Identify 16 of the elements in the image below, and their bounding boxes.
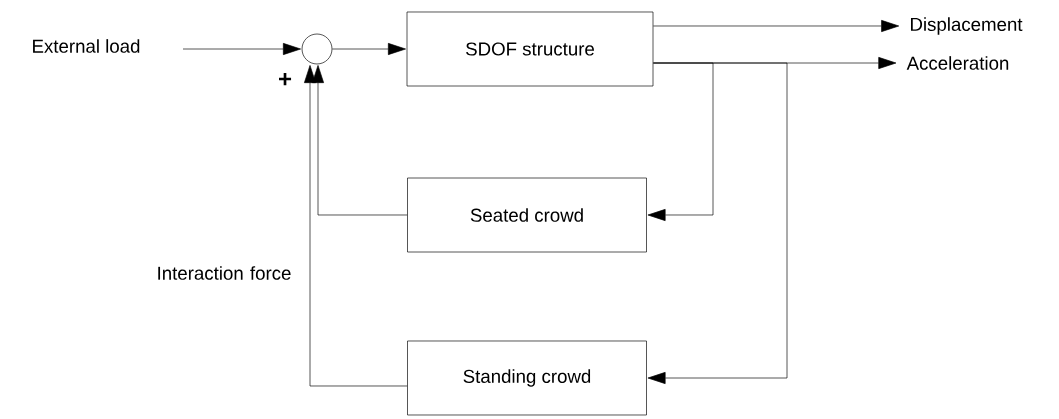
signal-label: Interaction force xyxy=(158,266,291,280)
arrow xyxy=(182,43,301,55)
arrow xyxy=(304,65,408,387)
plus-sign: + xyxy=(279,72,292,86)
signal-label: Displacement xyxy=(911,17,1023,35)
signal-label: External load xyxy=(33,39,140,53)
block-box: Standing crowd xyxy=(407,340,647,416)
block-box: SDOF structure xyxy=(406,11,654,87)
arrow xyxy=(647,62,714,221)
block-box: Seated crowd xyxy=(407,177,647,253)
arrow xyxy=(653,20,900,32)
arrow xyxy=(312,65,408,216)
signal-label: Acceleration xyxy=(906,56,1009,70)
arrow xyxy=(647,62,788,384)
summing-junction xyxy=(301,33,333,65)
arrow xyxy=(332,43,406,55)
